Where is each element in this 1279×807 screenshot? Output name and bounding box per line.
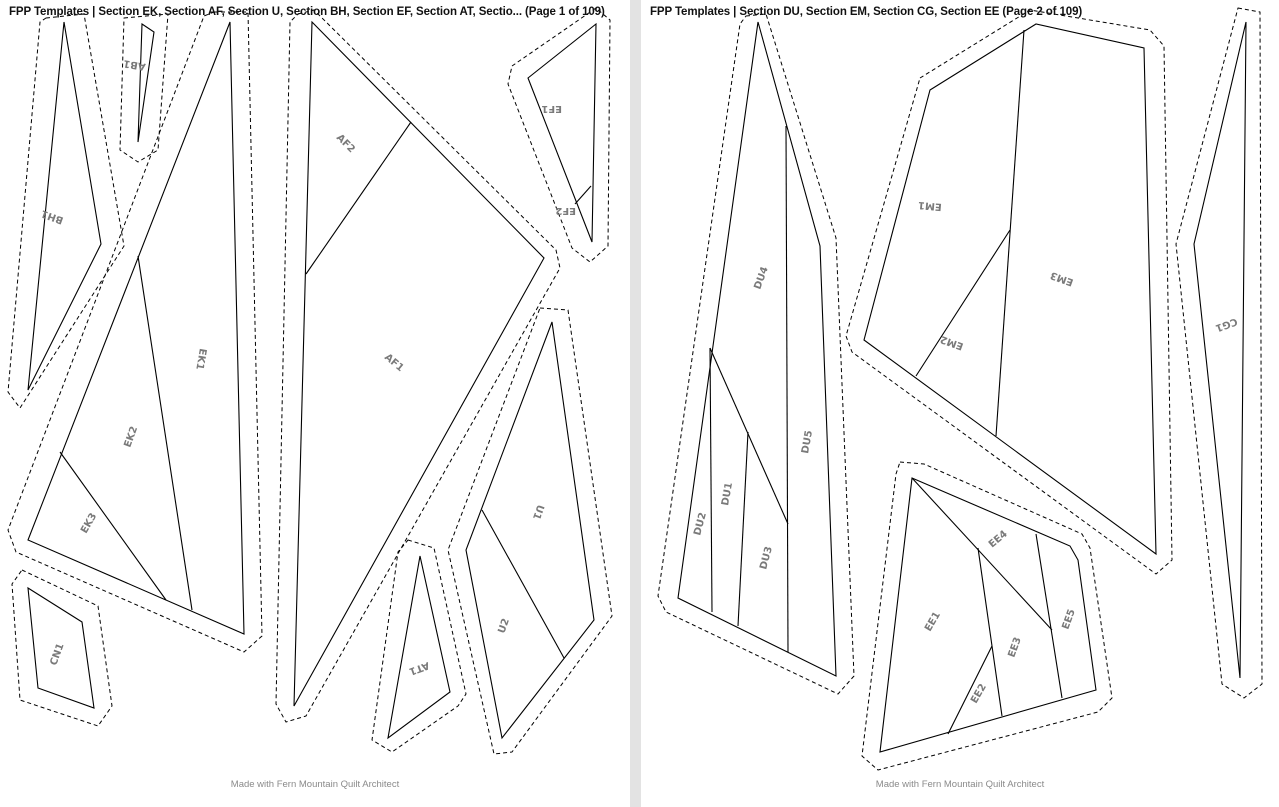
section-bh: BH1	[7, 13, 125, 409]
piece-label: EF1	[541, 103, 562, 114]
section-ab: AB1	[119, 13, 169, 163]
piece-label: AB1	[123, 57, 147, 72]
section-af: AF2 AF1	[275, 9, 561, 723]
section-em: EM1 EM3 EM2	[845, 9, 1173, 575]
piece-label: U1	[530, 503, 546, 521]
page-footer: Made with Fern Mountain Quilt Architect	[230, 779, 400, 790]
piece-label: EK1	[193, 347, 208, 370]
section-at: AT1	[371, 539, 467, 753]
section-cg: CG1	[1175, 7, 1263, 699]
piece-label: DU1	[720, 482, 735, 507]
section-ee: EE4 EE5 EE1 EE3 EE2	[861, 461, 1113, 771]
section-ek: EK1 EK2 EK3	[7, 11, 263, 653]
section-du: DU4 DU5 DU1 DU2 DU3	[657, 13, 855, 695]
piece-label: EM1	[918, 199, 943, 212]
page-2-templates: DU4 DU5 DU1 DU2 DU3 EM1 EM3 EM2 CG1	[657, 7, 1263, 771]
section-u: U1 U2	[447, 307, 613, 755]
page-1-templates: BH1 AB1 EK1 EK2 EK3 CN1 AF2	[7, 7, 613, 755]
piece-label: U2	[496, 617, 512, 635]
section-ef: EF1 EF2	[507, 7, 611, 263]
template-page-1: BH1 AB1 EK1 EK2 EK3 CN1 AF2	[0, 0, 630, 807]
page-footer: Made with Fern Mountain Quilt Architect	[875, 779, 1045, 790]
page-title: FPP Templates | Section DU, Section EM, …	[650, 6, 1083, 18]
page-title: FPP Templates | Section EK, Section AF, …	[9, 6, 605, 18]
section-cn: CN1	[11, 569, 113, 727]
piece-label: EF2	[555, 205, 576, 216]
template-page-2: DU4 DU5 DU1 DU2 DU3 EM1 EM3 EM2 CG1	[641, 0, 1279, 807]
piece-label: DU5	[800, 430, 815, 455]
